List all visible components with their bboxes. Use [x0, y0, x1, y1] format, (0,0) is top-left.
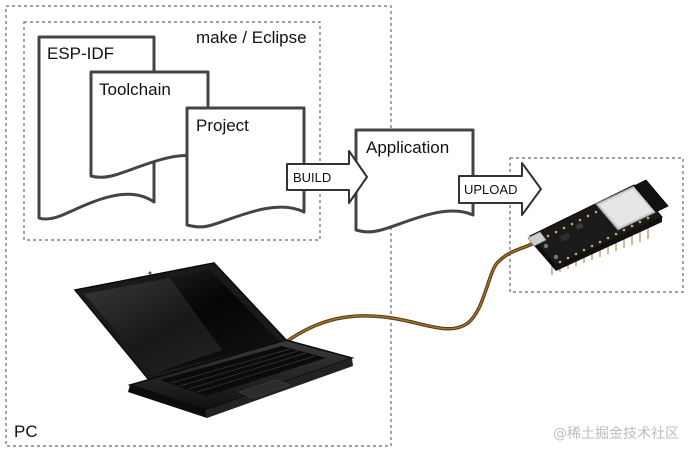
upload-label: UPLOAD — [464, 182, 517, 197]
watermark: @稀土掘金技术社区 — [553, 426, 679, 442]
build-arrow — [286, 150, 368, 204]
esp32-devkit-board-icon — [527, 179, 669, 275]
esp-idf-label: ESP-IDF — [47, 44, 114, 63]
ide-label: make / Eclipse — [196, 28, 307, 47]
application-label: Application — [366, 138, 449, 157]
build-label: BUILD — [293, 170, 331, 185]
pc-boundary — [5, 5, 392, 447]
project-label: Project — [196, 116, 249, 135]
pc-label: PC — [14, 422, 38, 441]
toolchain-label: Toolchain — [99, 80, 171, 99]
project-document — [185, 106, 306, 229]
ide-boundary — [23, 21, 321, 241]
usb-cable — [284, 241, 536, 344]
upload-arrow — [458, 162, 542, 216]
board-boundary — [509, 157, 684, 293]
application-document — [354, 128, 475, 234]
laptop-icon — [73, 262, 355, 418]
